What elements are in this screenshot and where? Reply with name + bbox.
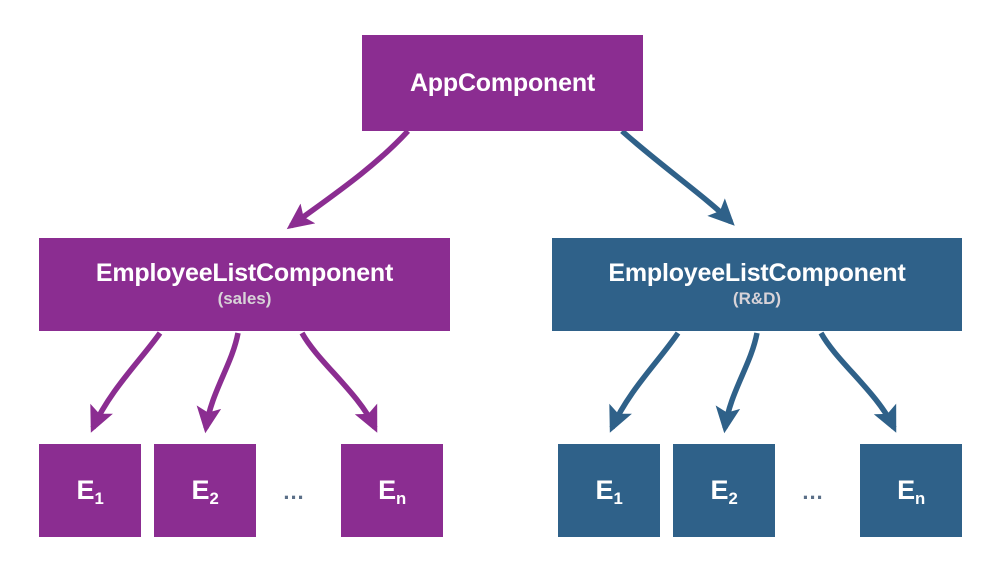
leaf-index: 1 bbox=[94, 488, 104, 508]
node-employee-rnd-n-label: En bbox=[897, 474, 926, 508]
node-app-component-label: AppComponent bbox=[409, 68, 596, 97]
node-employee-list-rnd-subtitle: (R&D) bbox=[732, 289, 782, 309]
edge-sales-to-e2 bbox=[196, 332, 241, 434]
node-employee-list-rnd-label: EmployeeListComponent bbox=[608, 259, 906, 288]
leaf-letter: E bbox=[378, 474, 396, 505]
node-employee-rnd-2-label: E2 bbox=[710, 474, 738, 508]
edge-rnd-to-en bbox=[818, 331, 897, 433]
node-app-component[interactable]: AppComponent bbox=[362, 35, 643, 131]
leaf-index: n bbox=[396, 488, 407, 508]
leaf-index: n bbox=[915, 488, 926, 508]
edge-sales-to-e1 bbox=[90, 331, 163, 433]
node-employee-rnd-n[interactable]: En bbox=[860, 444, 962, 537]
edge-rnd-to-e1 bbox=[609, 331, 681, 433]
node-employee-sales-n-label: En bbox=[378, 474, 407, 508]
node-employee-list-sales[interactable]: EmployeeListComponent (sales) bbox=[39, 238, 450, 331]
node-employee-list-rnd[interactable]: EmployeeListComponent (R&D) bbox=[552, 238, 962, 331]
leaf-letter: E bbox=[595, 474, 614, 505]
edge-rnd-to-e2 bbox=[715, 332, 760, 434]
node-employee-sales-2-label: E2 bbox=[191, 474, 219, 508]
node-employee-list-sales-subtitle: (sales) bbox=[217, 289, 272, 309]
node-employee-sales-1-label: E1 bbox=[76, 474, 104, 508]
edge-root-to-sales bbox=[286, 129, 411, 230]
edge-root-to-rnd bbox=[620, 128, 735, 226]
leaf-index: 1 bbox=[613, 488, 623, 508]
node-employee-sales-1[interactable]: E1 bbox=[39, 444, 141, 537]
ellipsis-sales: ... bbox=[283, 479, 305, 504]
ellipsis-rnd: ... bbox=[802, 479, 824, 504]
leaf-letter: E bbox=[76, 474, 95, 505]
node-employee-rnd-1[interactable]: E1 bbox=[558, 444, 660, 537]
leaf-index: 2 bbox=[209, 488, 219, 508]
node-employee-list-sales-label: EmployeeListComponent bbox=[95, 259, 394, 288]
leaf-index: 2 bbox=[728, 488, 738, 508]
edge-sales-to-en bbox=[299, 331, 378, 433]
leaf-letter: E bbox=[191, 474, 210, 505]
node-employee-sales-2[interactable]: E2 bbox=[154, 444, 256, 537]
node-employee-rnd-1-label: E1 bbox=[595, 474, 623, 508]
node-employee-rnd-2[interactable]: E2 bbox=[673, 444, 775, 537]
node-employee-sales-n[interactable]: En bbox=[341, 444, 443, 537]
leaf-letter: E bbox=[710, 474, 729, 505]
leaf-letter: E bbox=[897, 474, 915, 505]
